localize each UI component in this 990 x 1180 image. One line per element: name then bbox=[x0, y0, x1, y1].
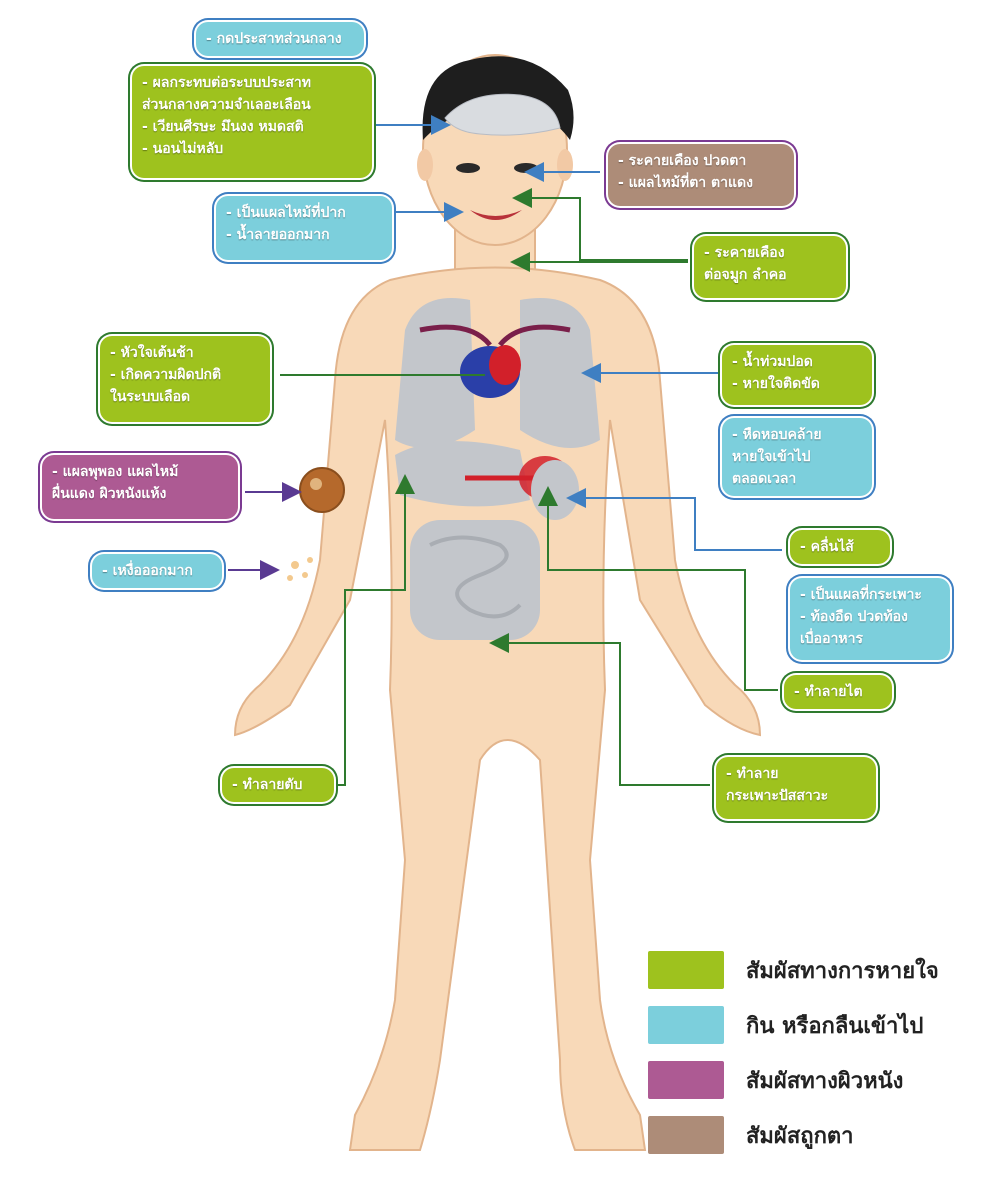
legend-item: สัมผัสทางผิวหนัง bbox=[648, 1058, 903, 1102]
callout-kidney: - ทำลายไต bbox=[784, 675, 892, 709]
callout-eye: - ระคายเคือง ปวดตา - แผลไหม้ที่ตา ตาแดง bbox=[608, 144, 794, 206]
legend-swatch bbox=[648, 951, 724, 989]
callout-breath: - หืดหอบคล้าย หายใจเข้าไป ตลอดเวลา bbox=[722, 418, 872, 496]
legend-item: สัมผัสถูกตา bbox=[648, 1113, 854, 1157]
callout-sweat: - เหงื่อออกมาก bbox=[92, 554, 222, 588]
callout-mouth: - เป็นแผลไหม้ที่ปาก - น้ำลายออกมาก bbox=[216, 196, 392, 260]
legend-swatch bbox=[648, 1061, 724, 1099]
intestines bbox=[410, 520, 540, 640]
callout-brain: - ผลกระทบต่อระบบประสาท ส่วนกลางความจำเลอ… bbox=[132, 66, 372, 178]
sweat-drops bbox=[287, 557, 313, 581]
legend-label: สัมผัสทางการหายใจ bbox=[746, 953, 939, 988]
callout-bladder: - ทำลาย กระเพาะปัสสาวะ bbox=[716, 757, 876, 819]
legend-item: สัมผัสทางการหายใจ bbox=[648, 948, 939, 992]
callout-stomach: - เป็นแผลที่กระเพาะ - ท้องอืด ปวดท้อง เบ… bbox=[790, 578, 950, 660]
legend-item: กิน หรือกลืนเข้าไป bbox=[648, 1003, 923, 1047]
skin-lesion bbox=[300, 468, 344, 512]
callout-lung: - น้ำท่วมปอด - หายใจติดขัด bbox=[722, 345, 872, 405]
callout-nausea: - คลื่นไส้ bbox=[790, 530, 890, 564]
callout-cns: - กดประสาทส่วนกลาง bbox=[196, 22, 364, 56]
legend-swatch bbox=[648, 1006, 724, 1044]
head bbox=[417, 55, 574, 245]
callout-liver: - ทำลายตับ bbox=[222, 768, 334, 802]
legend-label: กิน หรือกลืนเข้าไป bbox=[746, 1008, 923, 1043]
callout-nose: - ระคายเคือง ต่อจมูก ลำคอ bbox=[694, 236, 846, 298]
legend-label: สัมผัสถูกตา bbox=[746, 1118, 854, 1153]
callout-skin: - แผลพุพอง แผลไหม้ ผื่นแดง ผิวหนังแห้ง bbox=[42, 455, 238, 519]
legend-swatch bbox=[648, 1116, 724, 1154]
legend-label: สัมผัสทางผิวหนัง bbox=[746, 1063, 903, 1098]
callout-heart: - หัวใจเต้นช้า - เกิดความผิดปกติ ในระบบเ… bbox=[100, 336, 270, 422]
